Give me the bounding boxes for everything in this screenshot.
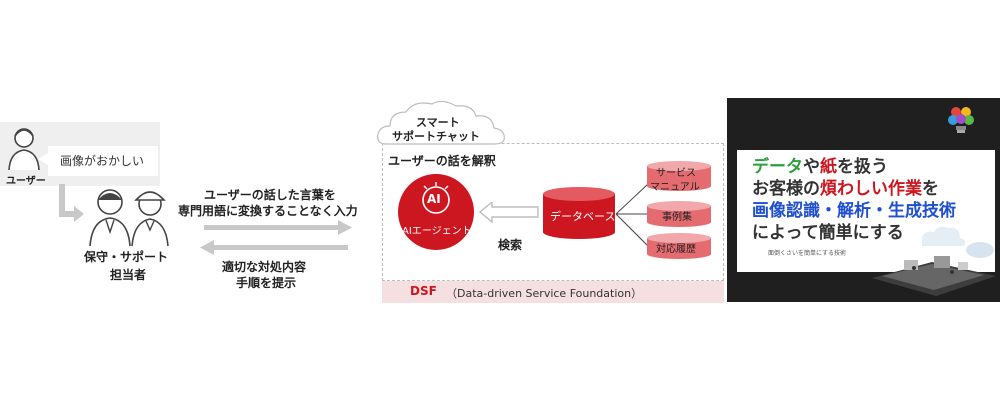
ai-head-icon [422, 182, 450, 214]
manual-cylinder [647, 161, 711, 191]
user-icon [8, 128, 40, 171]
staff-label-line1: 保守・サポート [84, 250, 169, 264]
database-label: データベース [550, 210, 616, 223]
dsf-fullname: （Data-driven Service Foundation） [446, 287, 643, 300]
input-text-line1: ユーザーの話した言葉を [204, 188, 336, 202]
promo-card [737, 150, 995, 272]
promo-line3: 画像認識・解析・生成技術 [752, 201, 956, 221]
history-label: 対応履歴 [656, 244, 696, 255]
cloud-line1: スマート [416, 116, 460, 129]
ai-symbol: AI [427, 192, 441, 206]
promo-ya: や [803, 157, 820, 177]
lightbulb-icon [948, 107, 974, 133]
promo-customer: お客様の [752, 179, 820, 199]
speech-text: 画像がおかしい [60, 154, 145, 168]
search-arrow [478, 202, 539, 224]
promo-caption: 面倒くさいを簡単にする技術 [768, 250, 847, 257]
promo-tedious-work: 煩わしい作業 [820, 179, 922, 199]
cloud-shape [377, 100, 505, 145]
output-text-line2: 手順を提示 [236, 276, 297, 290]
promo-data-word: データ [752, 157, 803, 177]
fork-lines [615, 183, 649, 247]
database-cylinder [543, 187, 615, 239]
input-text-line2: 専門用語に変換することなく入力 [178, 204, 358, 218]
section-title: ユーザーの話を解釈 [388, 154, 496, 168]
speech-bubble-tail [38, 152, 50, 166]
promo-line2-end: を [922, 179, 939, 199]
promo-line2: お客様の煩わしい作業を [752, 174, 939, 199]
manual-label-line1: サービス [656, 168, 696, 179]
support-staff-icon [89, 189, 169, 247]
search-label: 検索 [498, 238, 523, 252]
promo-line4: によって簡単にする [752, 223, 904, 243]
manual-label-line2: マニュアル [650, 182, 700, 193]
bidirectional-arrows [200, 220, 352, 255]
office-illustration [872, 226, 996, 296]
cloud-line2: サポートチャット [392, 130, 480, 143]
casebook-cylinder [647, 201, 711, 227]
promo-line1-end: を扱う [837, 157, 888, 177]
promo-line1: データや紙を扱う [752, 152, 888, 177]
flow-arrow-down-right [59, 184, 84, 222]
promo-paper-word: 紙 [820, 157, 837, 177]
staff-label-line2: 担当者 [110, 268, 147, 282]
user-label: ユーザー [6, 176, 46, 187]
casebook-label: 事例集 [662, 212, 692, 223]
output-text-line1: 適切な対処内容 [222, 260, 307, 274]
speech-bubble [48, 146, 158, 176]
dsf-band [382, 281, 724, 303]
ai-agent-label: AIエージェント [402, 226, 472, 237]
dsf-bold: DSF [410, 284, 437, 298]
history-cylinder [647, 233, 711, 259]
